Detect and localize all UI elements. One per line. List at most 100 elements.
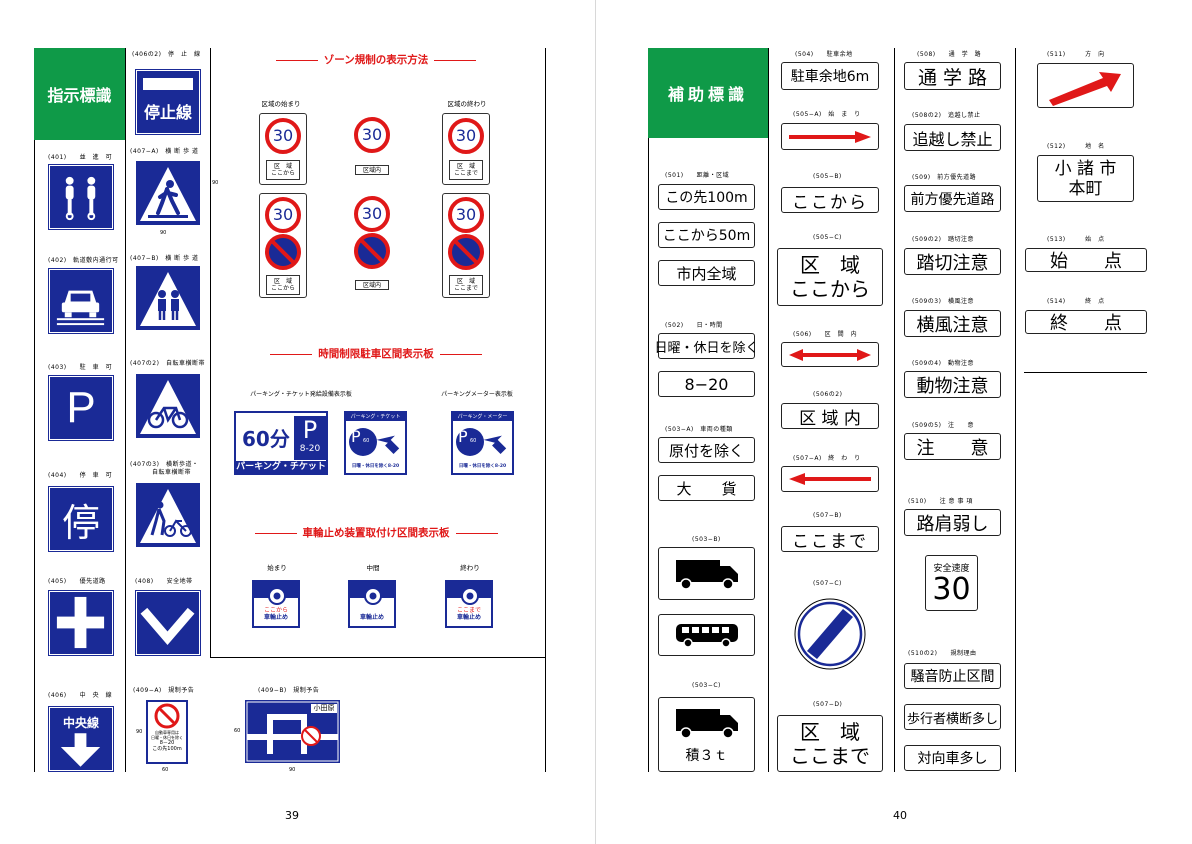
zone-tag-line: 区 域 bbox=[456, 163, 475, 170]
dimension-label: 90 bbox=[160, 230, 167, 236]
sign-tram-track-ok bbox=[49, 269, 113, 333]
plate-safe-speed: 安全速度 30 bbox=[925, 555, 978, 611]
section-header-auxiliary: 補助標識 bbox=[648, 48, 768, 138]
col-rule bbox=[210, 48, 211, 658]
wheel-text: ここまで bbox=[456, 607, 481, 614]
crosswalk-triangle-icon bbox=[136, 161, 200, 225]
pedestrian-bicycle-triangle-icon bbox=[136, 483, 200, 547]
zone-tag: 区 域 ここまで bbox=[449, 275, 483, 295]
wheel-start-sign: ここから 車輪止め bbox=[252, 580, 300, 628]
wheel-icon bbox=[268, 587, 286, 605]
sign-code: 自転車横断帯 bbox=[152, 469, 192, 476]
speed-value: 30 bbox=[272, 126, 294, 145]
col-rule bbox=[768, 48, 769, 772]
car-on-rails-icon bbox=[56, 290, 105, 326]
sign-code: (509の3) 横風注意 bbox=[912, 298, 974, 305]
plate-direction bbox=[1037, 63, 1134, 108]
wheel-icon bbox=[461, 587, 479, 605]
plate-many-pedestrians: 歩行者横断多し bbox=[904, 704, 1001, 730]
sign-code: (401) 並 進 可 bbox=[48, 154, 113, 161]
col-rule bbox=[34, 140, 35, 772]
parking-left-arrow-icon bbox=[349, 428, 400, 456]
stop-bar bbox=[143, 78, 193, 90]
sign-code: (509の5) 注 意 bbox=[912, 422, 974, 429]
plate-truck bbox=[658, 547, 755, 600]
sign-regulation-notice-a: 自動車専用は 日曜・休日を除く 8－20 この先100m bbox=[146, 700, 188, 764]
ticket-time: 8-20 bbox=[299, 444, 321, 454]
zone-tag: 区域内 bbox=[355, 280, 389, 290]
plate-end-arrow bbox=[781, 466, 879, 492]
wheel-middle-sign: 車輪止め bbox=[348, 580, 396, 628]
sign-code: (407−B) 横 断 歩 道 bbox=[130, 255, 199, 262]
sign-code: (409−A) 規制予告 bbox=[133, 687, 195, 694]
notice-line: 日曜・休日を除く bbox=[151, 735, 183, 740]
sign-code: (504) 駐車余地 bbox=[795, 51, 853, 58]
sign-code: (407の3) 横断歩道・ bbox=[130, 461, 199, 468]
small-bottom: 日曜・休日を除く8-20 bbox=[458, 464, 507, 469]
sign-code: (408) 安全地帯 bbox=[135, 578, 193, 585]
zone-tag: 区 域 ここから bbox=[266, 160, 300, 180]
wheel-text: 車輪止め bbox=[359, 614, 384, 621]
dimension-label: 90 bbox=[212, 180, 219, 186]
small-p: P bbox=[458, 427, 468, 446]
sign-code: (501) 距離・区域 bbox=[665, 172, 730, 179]
zone-start-label: 区域の始まり bbox=[261, 100, 301, 108]
sign-code: (506) 区 間 内 bbox=[793, 331, 858, 338]
plate-bus bbox=[658, 614, 755, 656]
sign-crosswalk-b bbox=[134, 264, 204, 334]
priority-cross-icon bbox=[56, 596, 105, 649]
plate-text: 区 域 bbox=[800, 719, 860, 744]
sign-code: (514) 終 点 bbox=[1047, 298, 1105, 305]
plate-railroad-caution: 踏切注意 bbox=[904, 248, 1001, 275]
plate-crosswind-caution: 横風注意 bbox=[904, 310, 1001, 337]
small-min: 60 bbox=[363, 438, 370, 444]
col-rule bbox=[648, 138, 649, 772]
row-rule bbox=[1024, 372, 1147, 373]
ticket-sign-large: 60分 P 8-20 パーキング・チケット bbox=[234, 411, 328, 475]
plate-time: 8−20 bbox=[658, 371, 755, 397]
sign-code: (406) 中 央 線 bbox=[48, 692, 113, 699]
dimension-label: 60 bbox=[162, 767, 169, 773]
truck-icon bbox=[675, 559, 738, 590]
zone-tag-line: ここまで bbox=[453, 170, 478, 177]
zone-tag: 区域内 bbox=[355, 165, 389, 175]
plate-text: 30 bbox=[932, 571, 971, 607]
no-entry-icon bbox=[154, 703, 180, 729]
meter-label: パーキングメーター表示板 bbox=[441, 391, 513, 398]
truck-icon bbox=[675, 708, 738, 739]
zone-section-title: ゾーン規制の表示方法 bbox=[216, 52, 536, 67]
wheel-end-sign: ここまで 車輪止め bbox=[445, 580, 493, 628]
wheel-text: 車輪止め bbox=[456, 614, 481, 621]
wheel-section-title: 車輪止め装置取付け区間表示板 bbox=[216, 525, 536, 540]
plate-vehicle-type: 原付を除く bbox=[658, 437, 755, 463]
plate-text: 本町 bbox=[1068, 178, 1103, 199]
plate-vehicle-type: 大 貨 bbox=[658, 475, 755, 501]
sign-code: (404) 停 車 可 bbox=[48, 472, 113, 479]
plate-no-overtaking: 追越し禁止 bbox=[904, 124, 1001, 151]
sign-stop-line: 停止線 bbox=[136, 70, 200, 134]
sign-code: (505−C) bbox=[813, 234, 842, 241]
speed-value: 30 bbox=[361, 204, 383, 223]
sign-code: (402) 軌道敷内通行可 bbox=[48, 257, 119, 264]
ticket-p: P bbox=[302, 416, 318, 444]
bicycle-triangle-icon bbox=[136, 374, 200, 438]
sign-code: (509) 前方優先道路 bbox=[912, 174, 977, 181]
plate-text: ここまで bbox=[790, 743, 870, 768]
sign-code: (507−C) bbox=[813, 580, 842, 587]
notice-line: 8－20 bbox=[159, 740, 175, 746]
plate-priority-ahead: 前方優先道路 bbox=[904, 185, 1001, 212]
sign-code: (505−A) 始 ま り bbox=[793, 111, 861, 118]
plate-text: ここから bbox=[790, 277, 870, 301]
notice-line: 自動車専用は bbox=[155, 730, 179, 735]
ticket-p-box: P 8-20 bbox=[294, 416, 326, 460]
ticket-sign-small: パーキング・チケット P 60 日曜・休日を除く8-20 bbox=[344, 411, 407, 475]
plate-end-point: 終 点 bbox=[1025, 310, 1147, 334]
row-rule bbox=[210, 657, 546, 658]
ticket-bottom-text: パーキング・チケット bbox=[236, 461, 326, 473]
plate-area: 市内全域 bbox=[658, 260, 755, 286]
sign-code: (513) 始 点 bbox=[1047, 236, 1105, 243]
wheel-text: ここから bbox=[263, 607, 288, 614]
sign-code: (405) 優先道路 bbox=[48, 578, 106, 585]
sign-code: (507−A) 終 わ り bbox=[793, 455, 861, 462]
wheel-icon bbox=[364, 587, 382, 605]
